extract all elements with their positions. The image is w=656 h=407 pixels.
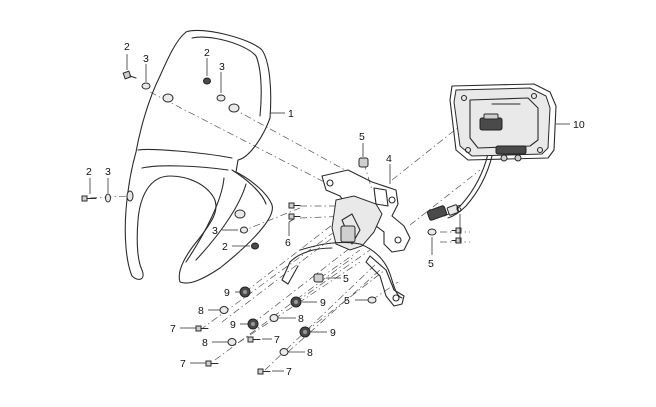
callout-3-lower: 3 — [212, 225, 218, 237]
callout-9-c: 9 — [320, 297, 326, 309]
callout-9-b: 9 — [230, 319, 236, 331]
callout-8-c: 8 — [298, 313, 304, 325]
windscreen-fasteners — [81, 70, 259, 250]
callout-8-d: 8 — [307, 347, 313, 359]
callout-2-top-left: 2 — [124, 41, 130, 53]
callout-8-b: 8 — [202, 337, 208, 349]
windscreen — [124, 29, 273, 284]
callout-7-b: 7 — [180, 358, 186, 370]
callout-9-a: 9 — [224, 287, 230, 299]
instrument-cluster — [449, 83, 557, 162]
callout-3-top-mid: 3 — [219, 61, 225, 73]
callout-4-bracket: 4 — [386, 153, 392, 165]
callout-9-d: 9 — [330, 327, 336, 339]
callout-2-lower: 2 — [222, 241, 228, 253]
callout-7-d: 7 — [286, 366, 292, 378]
callout-3-top-left: 3 — [143, 53, 149, 65]
callout-labels: 2 3 2 3 1 2 3 3 2 5 4 6 6 10 5 5 5 9 9 9… — [86, 41, 585, 378]
callout-2-top-mid: 2 — [204, 47, 210, 59]
bolts-washers-nuts — [195, 286, 311, 375]
leader-lines — [89, 54, 570, 372]
callout-6-left: 6 — [285, 237, 291, 249]
callout-8-a: 8 — [198, 305, 204, 317]
bracket-screws — [288, 202, 462, 244]
callout-10-cluster: 10 — [573, 119, 585, 131]
callout-7-c: 7 — [274, 334, 280, 346]
callout-5-mid: 5 — [343, 273, 349, 285]
callout-5-top: 5 — [359, 131, 365, 143]
callout-6-right: 6 — [456, 203, 462, 215]
callout-1-windscreen: 1 — [288, 108, 294, 120]
callout-5-low: 5 — [344, 295, 350, 307]
callout-3-left: 3 — [105, 166, 111, 178]
callout-2-left: 2 — [86, 166, 92, 178]
wiring-connector — [426, 153, 493, 221]
mounting-bracket — [281, 169, 411, 307]
callout-5-right: 5 — [428, 258, 434, 270]
callout-7-a: 7 — [170, 323, 176, 335]
assembly-lines — [89, 91, 481, 371]
